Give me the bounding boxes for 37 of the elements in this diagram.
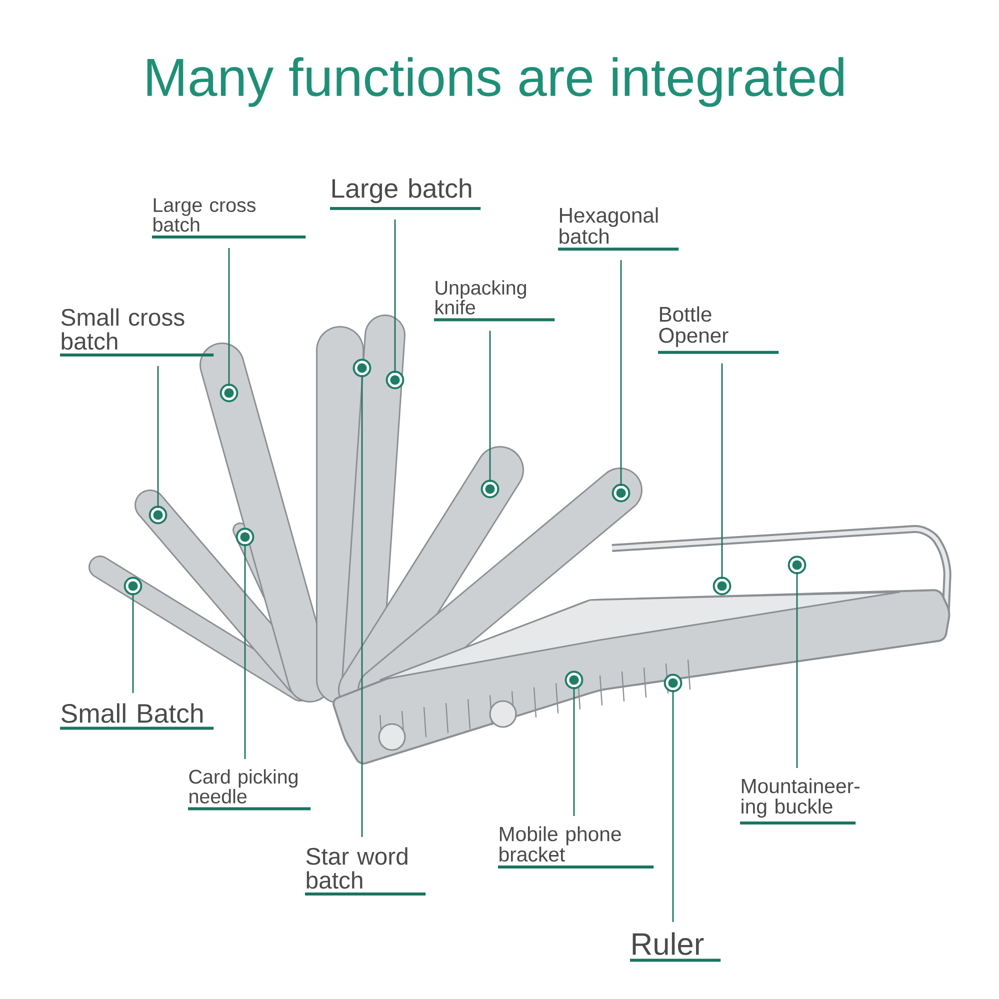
callout-label: Star word batch <box>305 847 426 896</box>
callout-dot <box>124 576 142 596</box>
callout-dot <box>386 370 404 390</box>
callout-dot <box>612 484 630 502</box>
callout-dot <box>664 674 682 692</box>
callout-label: Card picking needle <box>188 769 311 810</box>
callout-label: Small Batch <box>60 703 214 730</box>
callout-label: Hexagonal batch <box>558 207 679 251</box>
callout-dot <box>788 556 806 574</box>
leader-line <box>796 572 798 768</box>
callout-label: Unpacking knife <box>434 280 555 322</box>
leader-line <box>620 260 622 486</box>
callout-dot <box>148 506 168 524</box>
callout-dot <box>712 576 732 596</box>
leader-line <box>132 593 134 693</box>
callout-label: Large cross batch <box>152 198 306 238</box>
leader-line <box>228 248 230 386</box>
leader-line <box>394 219 396 373</box>
callout-label: Mountaineer-ing buckle <box>740 778 860 824</box>
callout-label: Large batch <box>330 178 481 210</box>
leader-line <box>721 363 723 579</box>
callout-dot <box>220 384 238 402</box>
callout-label: Small cross batch <box>60 308 214 357</box>
callout-dot <box>352 358 372 378</box>
callout-dot <box>236 528 254 546</box>
leader-line <box>672 690 674 922</box>
leader-line <box>361 375 363 837</box>
callout-label: Bottle Opener <box>658 306 779 354</box>
leader-line <box>489 330 491 482</box>
leader-line <box>157 366 159 508</box>
callout-dot <box>480 480 500 498</box>
leader-line <box>573 687 575 816</box>
title: Many functions are integrated <box>147 57 844 107</box>
leader-line <box>244 544 246 759</box>
callout-label: Mobile phone bracket <box>498 826 654 868</box>
callout-dot <box>564 670 584 690</box>
callout-label: Ruler <box>630 932 721 962</box>
